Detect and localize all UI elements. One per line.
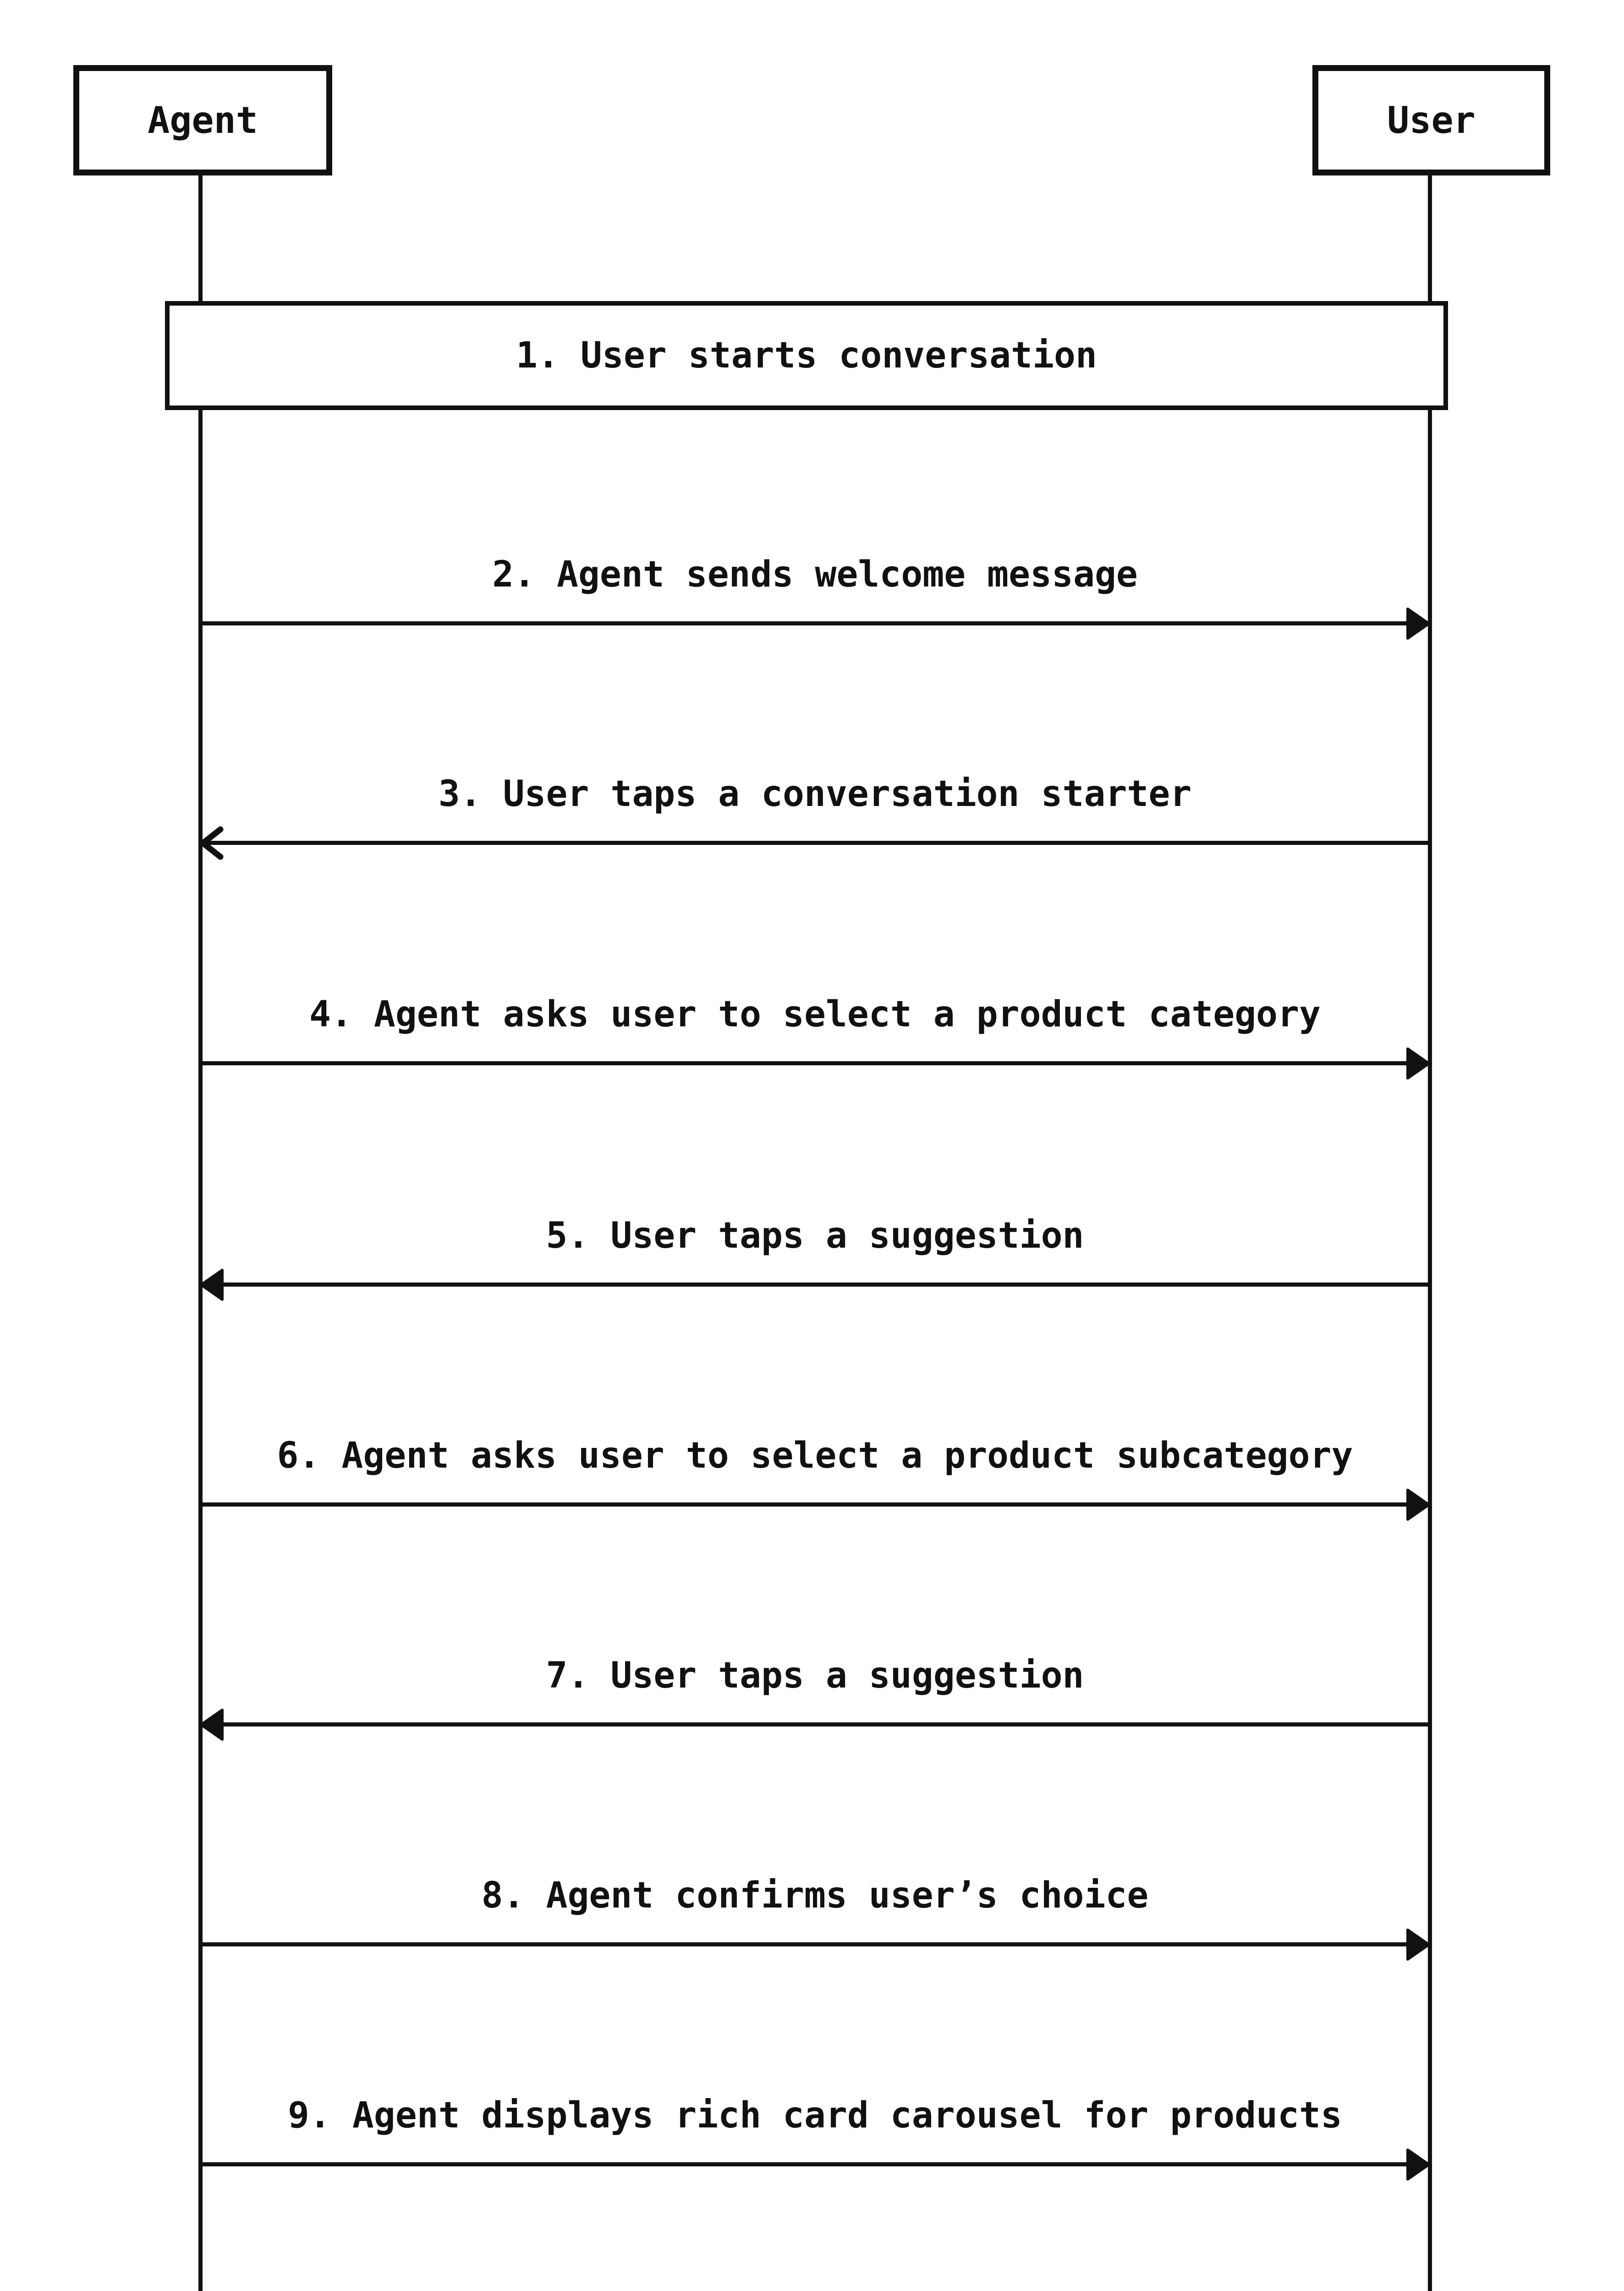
arrowhead-right-icon [1406,608,1430,640]
arrowhead-right-icon [1406,1489,1430,1521]
message-9-label: 9. Agent displays rich card carousel for… [287,2095,1343,2136]
arrowhead-right-icon [1406,1929,1430,1961]
arrowhead-right-icon [1406,1047,1430,1080]
agent-lifeline [198,175,203,2291]
arrowhead-left-icon [200,1709,224,1741]
message-5-label: 5. User taps a suggestion [546,1215,1084,1256]
message-9-line [200,2162,1430,2166]
message-2: 2. Agent sends welcome message [200,552,1430,640]
actor-agent-top-label: Agent [148,99,258,142]
message-7: 7. User taps a suggestion [200,1653,1430,1741]
actor-user-top: User [1312,65,1550,175]
message-6: 6. Agent asks user to select a product s… [200,1433,1430,1521]
actor-agent-top: Agent [73,65,332,175]
message-3-label: 3. User taps a conversation starter [438,773,1192,815]
message-2-label: 2. Agent sends welcome message [492,554,1138,595]
message-6-line [200,1502,1430,1507]
message-2-line [200,621,1430,625]
message-7-line [200,1722,1430,1726]
arrowhead-left-open-icon [200,826,224,860]
note-conversation-start: 1. User starts conversation [165,301,1448,410]
message-4-label: 4. Agent asks user to select a product c… [309,994,1321,1035]
note-label: 1. User starts conversation [516,335,1097,376]
message-9: 9. Agent displays rich card carousel for… [200,2093,1430,2181]
message-4-line [200,1061,1430,1065]
user-lifeline [1428,175,1432,2291]
message-5: 5. User taps a suggestion [200,1213,1430,1301]
message-7-label: 7. User taps a suggestion [546,1655,1084,1696]
message-3: 3. User taps a conversation starter [200,771,1430,860]
message-8: 8. Agent confirms user’s choice [200,1873,1430,1961]
message-3-line [200,841,1430,845]
message-5-line [200,1283,1430,1287]
message-8-label: 8. Agent confirms user’s choice [481,1875,1149,1916]
message-4: 4. Agent asks user to select a product c… [200,992,1430,1080]
message-6-label: 6. Agent asks user to select a product s… [277,1435,1353,1476]
arrowhead-left-icon [200,1269,224,1301]
message-8-line [200,1942,1430,1946]
arrowhead-right-icon [1406,2148,1430,2181]
actor-user-top-label: User [1387,99,1476,142]
